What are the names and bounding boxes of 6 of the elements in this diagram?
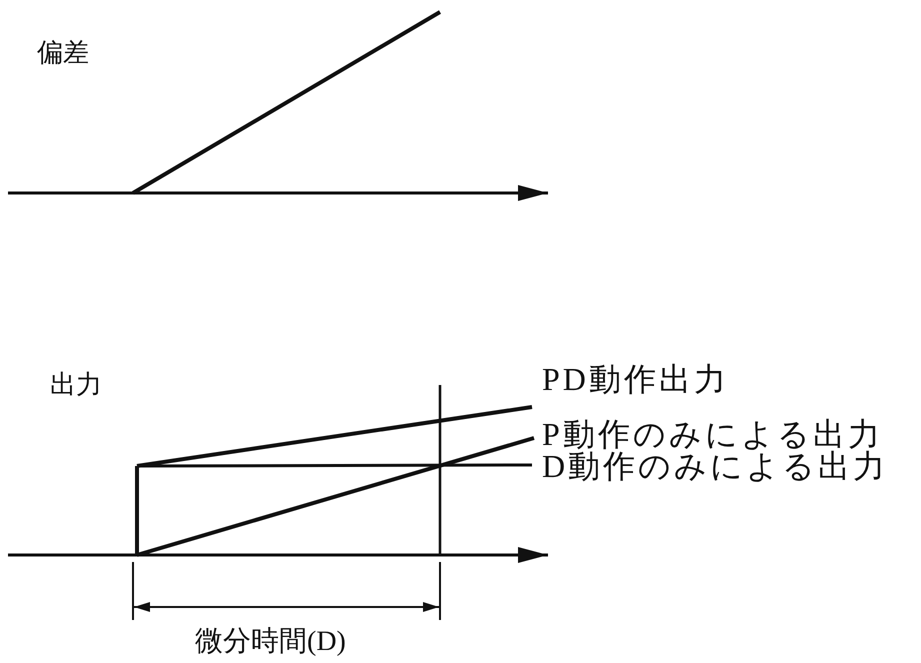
dimension-label: 微分時間(D)	[195, 628, 346, 656]
line-label: P動作のみによる出力	[542, 418, 883, 450]
axis-label: 出力	[50, 372, 102, 398]
line-label: PD動作出力	[542, 363, 729, 395]
axis-label: 偏差	[37, 40, 89, 66]
line-label: D動作のみによる出力	[542, 450, 888, 482]
